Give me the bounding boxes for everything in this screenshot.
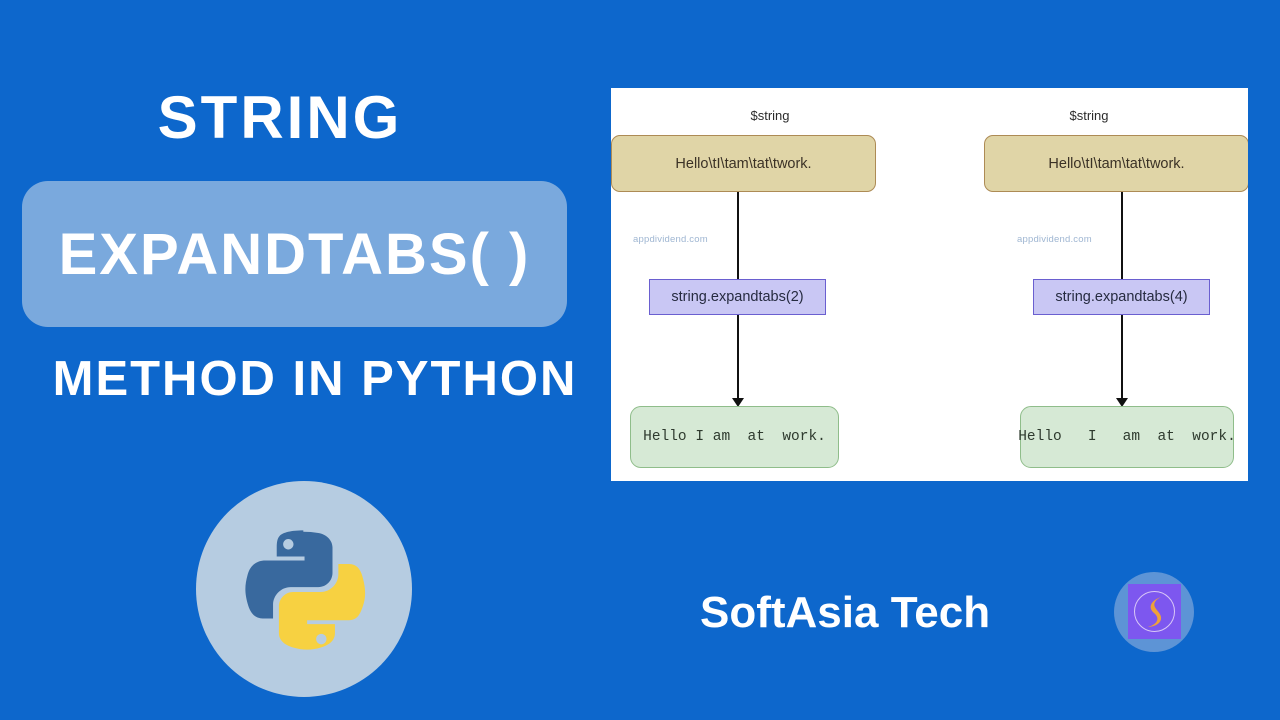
diagram-panel: $string Hello\tI\tam\tat\twork. appdivid…	[611, 88, 1248, 481]
title-highlight-band	[22, 181, 567, 327]
title-line-1: STRING	[157, 84, 403, 151]
output-string-box: Hello I am at work.	[1018, 406, 1236, 468]
connector-line-1	[1121, 192, 1123, 279]
input-string-box: Hello\tI\tam\tat\twork.	[611, 135, 876, 192]
connector-line-1	[737, 192, 739, 279]
watermark-label: appdividend.com	[633, 234, 708, 245]
diagram-column-left: $string Hello\tI\tam\tat\twork. appdivid…	[611, 88, 929, 481]
input-string-box: Hello\tI\tam\tat\twork.	[984, 135, 1248, 192]
column-heading: $string	[750, 108, 790, 123]
softasia-s-logo-icon	[1128, 584, 1181, 639]
watermark-label: appdividend.com	[1017, 234, 1092, 245]
column-heading: $string	[1069, 108, 1109, 123]
output-string-box: Hello I am at work.	[630, 406, 839, 468]
diagram-column-right: $string Hello\tI\tam\tat\twork. appdivid…	[930, 88, 1248, 481]
python-logo-badge	[196, 481, 412, 697]
connector-line-2	[737, 315, 739, 400]
title-highlight-text: EXPANDTABS( )	[58, 221, 531, 287]
arrow-head-icon	[1116, 398, 1128, 407]
method-call-box: string.expandtabs(2)	[649, 279, 826, 315]
title-line-2: METHOD IN PYTHON	[52, 352, 578, 406]
brand-name: SoftAsia Tech	[700, 588, 991, 637]
method-call-box: string.expandtabs(4)	[1033, 279, 1210, 315]
connector-line-2	[1121, 315, 1123, 400]
arrow-head-icon	[732, 398, 744, 407]
